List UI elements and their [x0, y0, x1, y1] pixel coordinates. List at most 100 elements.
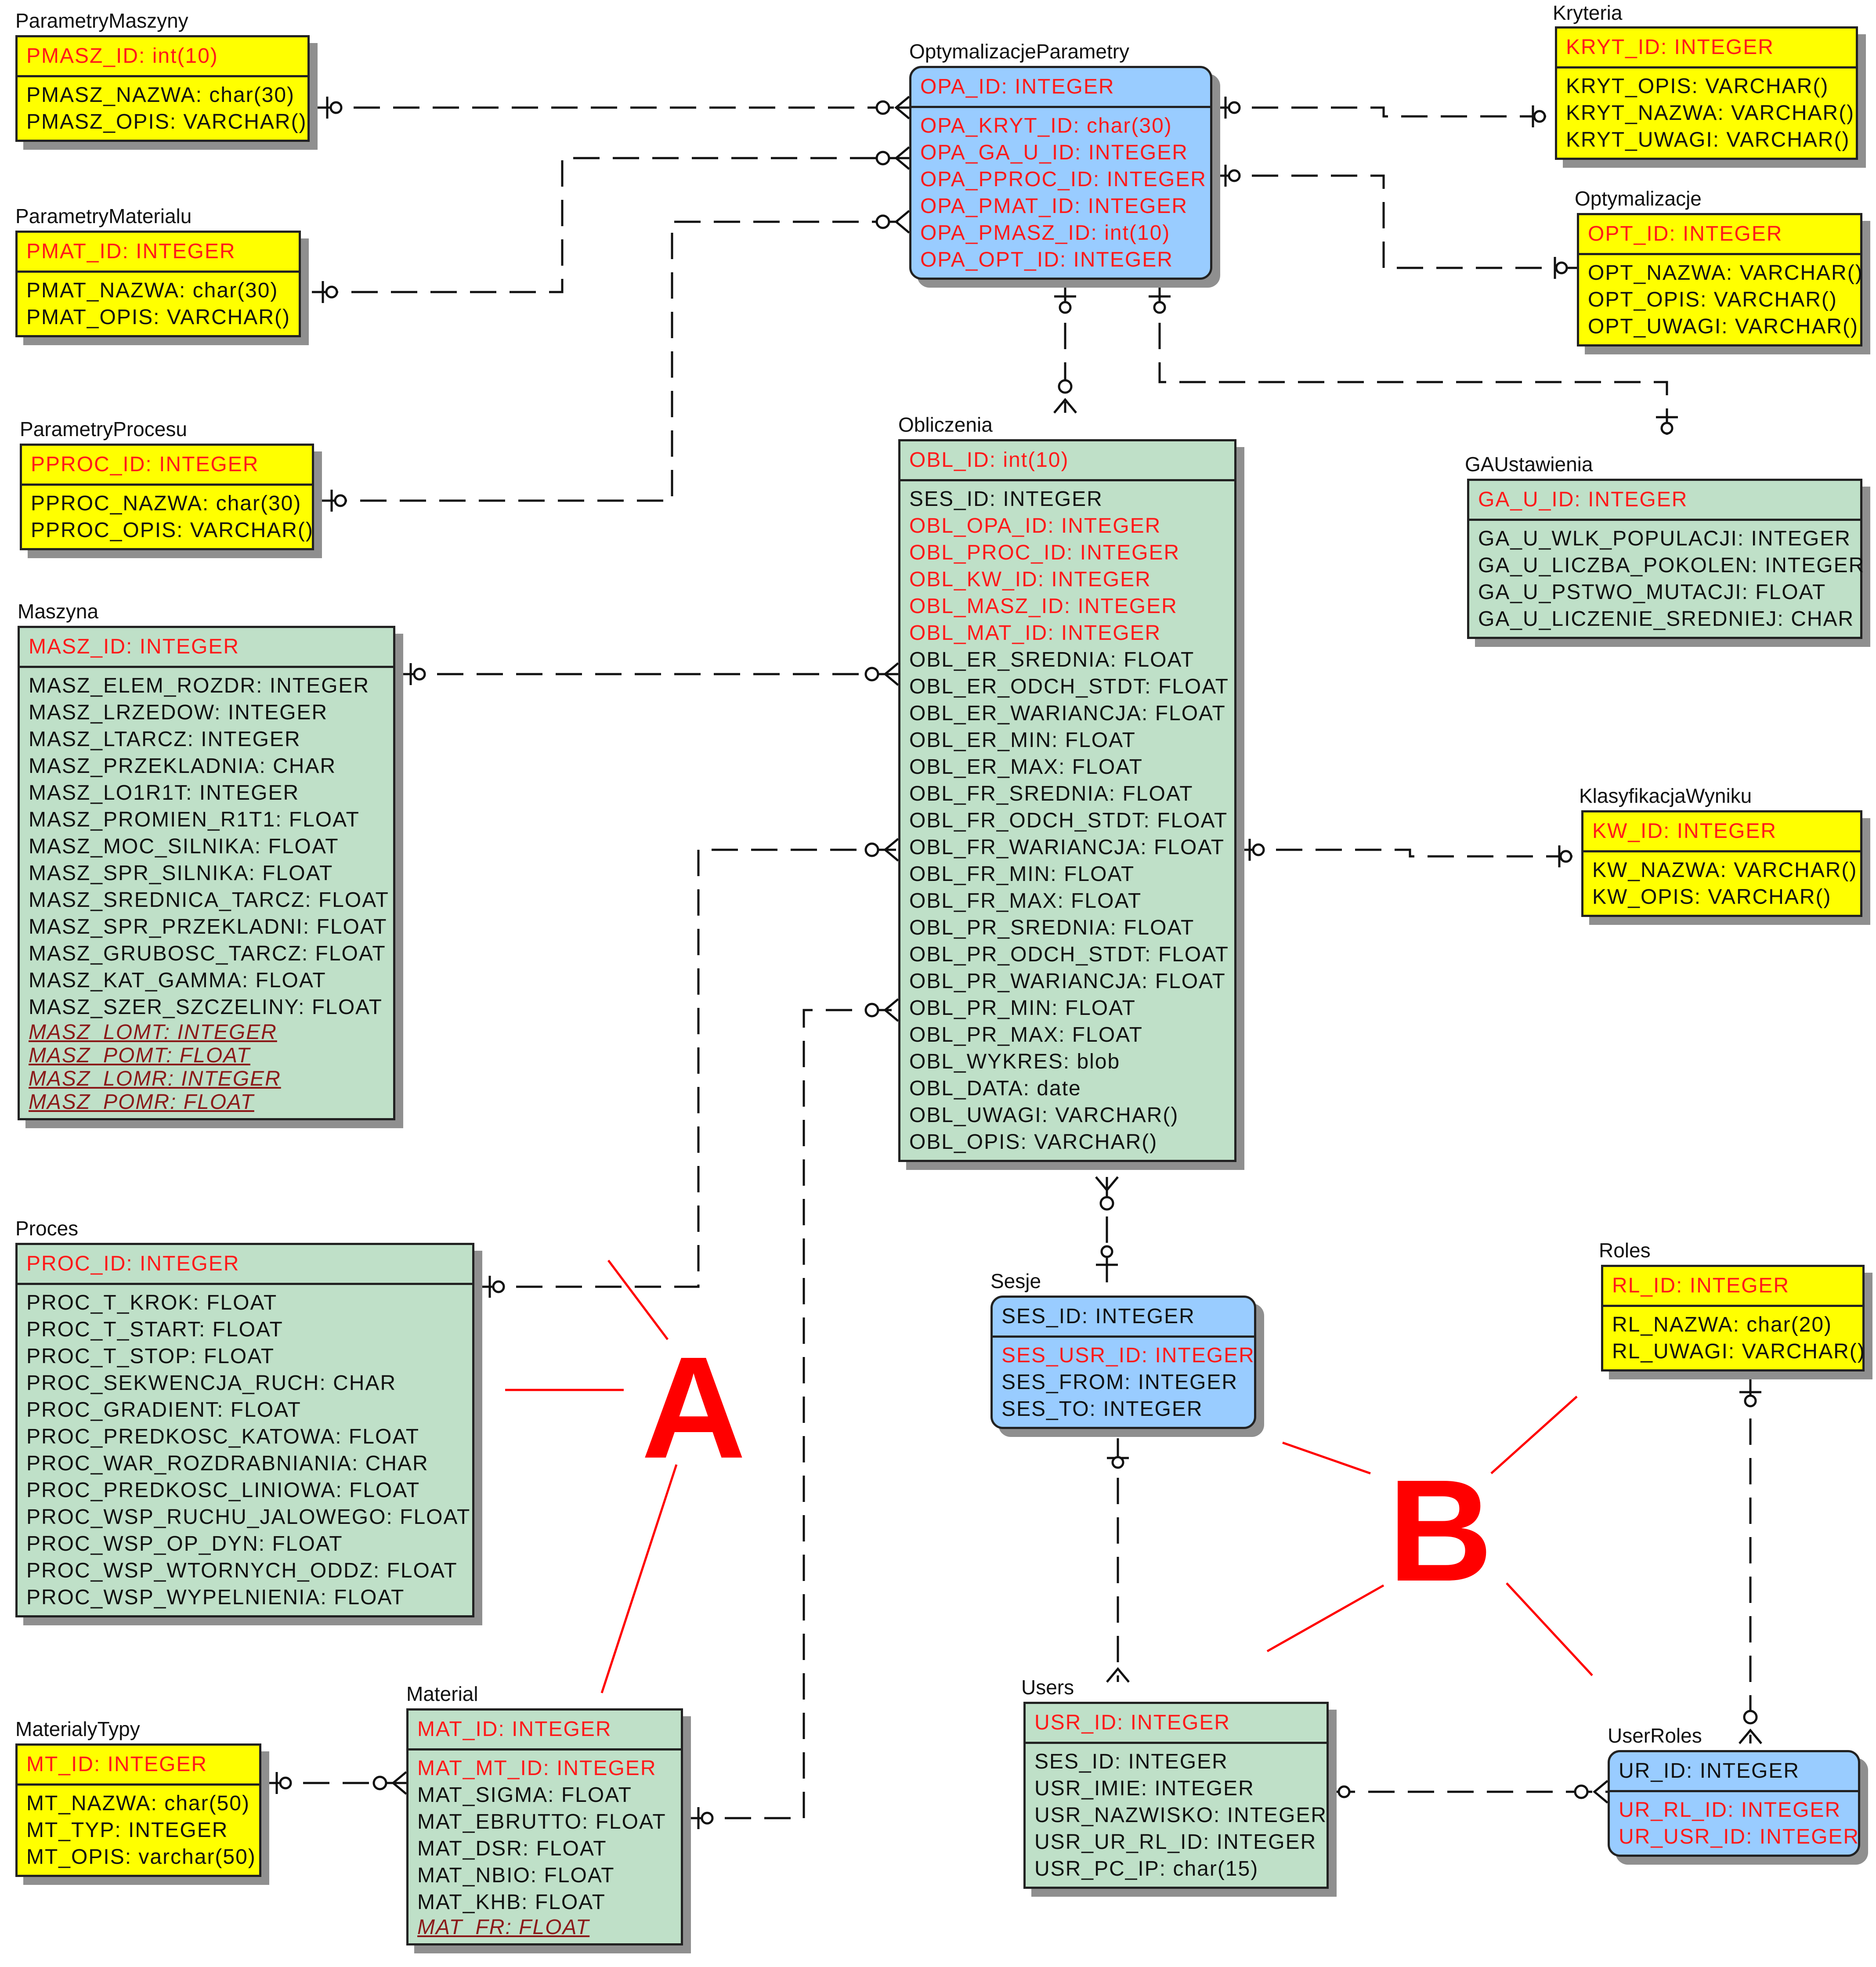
attribute: MAT_KHB: FLOAT — [417, 1891, 606, 1914]
primary-key: KW_ID: INTEGER — [1583, 812, 1860, 852]
attribute: PROC_GRADIENT: FLOAT — [26, 1398, 301, 1422]
entity-klasyfikacja-wyniku[interactable]: KW_ID: INTEGER KW_NAZWA: VARCHAR() KW_OP… — [1581, 810, 1862, 917]
attribute: MASZ_MOC_SILNIKA: FLOAT — [29, 835, 339, 858]
entity-name-optymalizacje: Optymalizacje — [1575, 187, 1702, 210]
attribute: PROC_WSP_WYPELNIENIA: FLOAT — [26, 1586, 405, 1609]
attribute: GA_U_LICZBA_POKOLEN: INTEGER — [1478, 554, 1865, 577]
entity-sesje[interactable]: SES_ID: INTEGER SES_USR_ID: INTEGER SES_… — [990, 1296, 1256, 1429]
foreign-key-attribute: MAT_MT_ID: INTEGER — [417, 1757, 657, 1780]
entity-name-parametry-materialu: ParametryMaterialu — [15, 205, 192, 227]
entity-parametry-materialu[interactable]: PMAT_ID: INTEGER PMAT_NAZWA: char(30) PM… — [15, 231, 301, 337]
attribute: USR_PC_IP: char(15) — [1034, 1857, 1259, 1880]
derived-attribute: MAT_FR: FLOAT — [417, 1916, 590, 1939]
attribute: SES_ID: INTEGER — [909, 487, 1103, 511]
entity-material[interactable]: MAT_ID: INTEGER MAT_MT_ID: INTEGER MAT_S… — [406, 1708, 683, 1945]
entity-name-maszyna: Maszyna — [18, 600, 99, 623]
attribute: OPT_OPIS: VARCHAR() — [1588, 288, 1837, 311]
attribute: OPT_UWAGI: VARCHAR() — [1588, 315, 1859, 338]
attribute: OBL_FR_MIN: FLOAT — [909, 863, 1135, 886]
entity-name-user-roles: UserRoles — [1608, 1724, 1702, 1747]
entity-name-users: Users — [1021, 1676, 1074, 1699]
entity-ga-ustawienia[interactable]: GA_U_ID: INTEGER GA_U_WLK_POPULACJI: INT… — [1467, 479, 1865, 639]
attribute: GA_U_WLK_POPULACJI: INTEGER — [1478, 527, 1851, 550]
primary-key: RL_ID: INTEGER — [1603, 1267, 1862, 1307]
foreign-key-attribute: OPA_OPT_ID: INTEGER — [920, 248, 1173, 271]
attribute: PROC_SEKWENCJA_RUCH: CHAR — [26, 1371, 397, 1395]
entity-materialy-typy[interactable]: MT_ID: INTEGER MT_NAZWA: char(50) MT_TYP… — [15, 1743, 261, 1877]
attribute: MASZ_PROMIEN_R1T1: FLOAT — [29, 808, 360, 831]
attribute: PROC_WSP_WTORNYCH_ODDZ: FLOAT — [26, 1559, 458, 1582]
entity-proces[interactable]: PROC_ID: INTEGER PROC_T_KROK: FLOAT PROC… — [15, 1243, 474, 1617]
attribute: PROC_PREDKOSC_KATOWA: FLOAT — [26, 1425, 420, 1448]
attribute: USR_UR_RL_ID: INTEGER — [1034, 1830, 1317, 1854]
one-end-marker — [275, 97, 1761, 1829]
entity-roles[interactable]: RL_ID: INTEGER RL_NAZWA: char(20) RL_UWA… — [1601, 1265, 1865, 1371]
attribute: PROC_PREDKOSC_LINIOWA: FLOAT — [26, 1479, 420, 1502]
entity-parametry-maszyny[interactable]: PMASZ_ID: int(10) PMASZ_NAZWA: char(30) … — [15, 35, 310, 142]
entity-optymalizacje[interactable]: OPT_ID: INTEGER OPT_NAZWA: VARCHAR() OPT… — [1577, 213, 1862, 346]
attribute: SES_TO: INTEGER — [1001, 1397, 1203, 1421]
annotation-label-b: B — [1388, 1449, 1493, 1611]
attribute: KRYT_OPIS: VARCHAR() — [1566, 75, 1829, 98]
foreign-key-attribute: OPA_KRYT_ID: char(30) — [920, 114, 1172, 137]
attribute: PROC_T_START: FLOAT — [26, 1318, 283, 1341]
derived-attribute: MASZ_LOMR: INTEGER — [29, 1067, 281, 1090]
rel-opa-ga — [1158, 283, 1668, 439]
rel-opa-kryt — [1212, 106, 1555, 118]
entity-optymalizacje-parametry[interactable]: OPA_ID: INTEGER OPA_KRYT_ID: char(30) OP… — [909, 66, 1212, 280]
rel-opa-opt — [1212, 174, 1577, 269]
attribute: OBL_FR_SREDNIA: FLOAT — [909, 782, 1193, 805]
foreign-key-attribute: SES_USR_ID: INTEGER — [1001, 1344, 1255, 1367]
rel-proc-obl — [477, 848, 898, 1288]
attribute: OBL_FR_ODCH_STDT: FLOAT — [909, 809, 1228, 832]
primary-key: PROC_ID: INTEGER — [18, 1245, 472, 1285]
entity-maszyna[interactable]: MASZ_ID: INTEGER MASZ_ELEM_ROZDR: INTEGE… — [18, 626, 395, 1120]
attribute: OBL_ER_ODCH_STDT: FLOAT — [909, 675, 1229, 698]
entity-name-sesje: Sesje — [990, 1270, 1041, 1292]
attribute: OBL_PR_ODCH_STDT: FLOAT — [909, 943, 1229, 966]
foreign-key-attribute: OBL_PROC_ID: INTEGER — [909, 541, 1180, 564]
attribute: MT_TYP: INTEGER — [26, 1819, 228, 1842]
attribute: OPT_NAZWA: VARCHAR() — [1588, 261, 1863, 285]
entity-users[interactable]: USR_ID: INTEGER SES_ID: INTEGER USR_IMIE… — [1023, 1702, 1329, 1889]
attribute: OBL_DATA: date — [909, 1077, 1081, 1100]
entity-name-proces: Proces — [15, 1217, 79, 1240]
attribute: SES_FROM: INTEGER — [1001, 1371, 1238, 1394]
entity-name-parametry-maszyny: ParametryMaszyny — [15, 9, 188, 32]
attribute: PROC_WSP_OP_DYN: FLOAT — [26, 1532, 343, 1556]
attribute: MASZ_LO1R1T: INTEGER — [29, 781, 300, 805]
foreign-key-attribute: OBL_KW_ID: INTEGER — [909, 568, 1151, 591]
attribute: MASZ_SPR_PRZEKLADNI: FLOAT — [29, 915, 387, 938]
rel-mat-obl — [685, 1009, 898, 1819]
attribute: RL_NAZWA: char(20) — [1612, 1313, 1832, 1336]
attribute: OBL_ER_WARIANCJA: FLOAT — [909, 702, 1226, 725]
entity-obliczenia[interactable]: OBL_ID: int(10) SES_ID: INTEGER OBL_OPA_… — [898, 439, 1236, 1162]
attribute: GA_U_LICZENIE_SREDNIEJ: CHAR — [1478, 607, 1854, 631]
attribute: MASZ_SPR_SILNIKA: FLOAT — [29, 862, 333, 885]
entity-name-ga-ustawienia: GAUstawienia — [1465, 453, 1593, 476]
annotation-a-lines — [505, 1260, 678, 1693]
primary-key: USR_ID: INTEGER — [1026, 1704, 1327, 1744]
attribute: RL_UWAGI: VARCHAR() — [1612, 1340, 1865, 1363]
entity-user-roles[interactable]: UR_ID: INTEGER UR_RL_ID: INTEGER UR_USR_… — [1608, 1750, 1860, 1857]
attribute: MAT_EBRUTTO: FLOAT — [417, 1810, 666, 1833]
primary-key: KRYT_ID: INTEGER — [1557, 29, 1856, 69]
rel-obl-kw — [1236, 848, 1581, 858]
foreign-key-attribute: OBL_MASZ_ID: INTEGER — [909, 595, 1178, 618]
attribute: MASZ_LRZEDOW: INTEGER — [29, 701, 328, 724]
foreign-key-attribute: OPA_PMAT_ID: INTEGER — [920, 195, 1188, 218]
rel-pmat-opa — [312, 157, 909, 293]
attribute: MT_OPIS: varchar(50) — [26, 1845, 256, 1869]
attribute: MAT_NBIO: FLOAT — [417, 1864, 615, 1887]
attribute: OBL_ER_SREDNIA: FLOAT — [909, 648, 1195, 671]
entity-name-parametry-procesu: ParametryProcesu — [20, 418, 187, 440]
attribute: USR_NAZWISKO: INTEGER — [1034, 1804, 1327, 1827]
entity-kryteria[interactable]: KRYT_ID: INTEGER KRYT_OPIS: VARCHAR() KR… — [1555, 26, 1858, 160]
primary-key: PPROC_ID: INTEGER — [22, 446, 312, 486]
attribute: PMASZ_NAZWA: char(30) — [26, 83, 295, 107]
entity-parametry-procesu[interactable]: PPROC_ID: INTEGER PPROC_NAZWA: char(30) … — [20, 444, 314, 550]
attribute: OBL_WYKRES: blob — [909, 1050, 1121, 1073]
attribute: PROC_WAR_ROZDRABNIANIA: CHAR — [26, 1452, 429, 1475]
attribute: OBL_ER_MAX: FLOAT — [909, 755, 1143, 779]
